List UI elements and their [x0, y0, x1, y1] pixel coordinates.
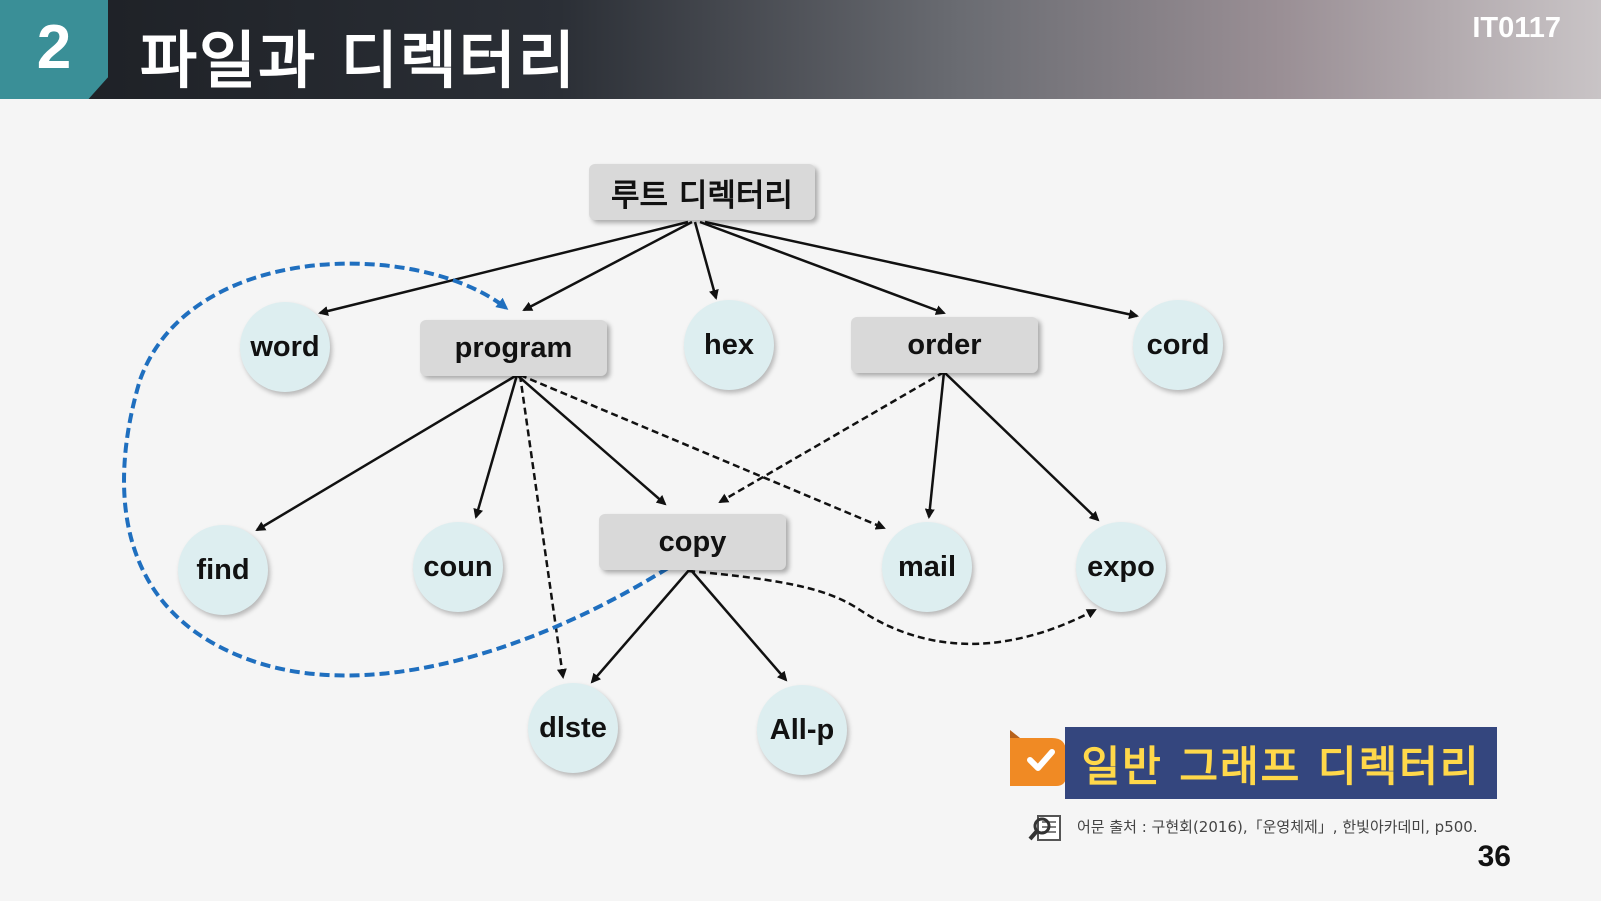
- node-mail: mail: [882, 522, 972, 612]
- edge-root-cord: [704, 220, 1139, 320]
- node-find: find: [178, 525, 268, 615]
- link-copy-expo: [687, 569, 1097, 646]
- source-citation: 어문 출처 : 구현회(2016),「운영체제」, 한빛아카데미, p500.: [1077, 818, 1478, 836]
- root-directory-node: 루트 디렉터리: [589, 164, 815, 220]
- page-number: 36: [1477, 840, 1511, 873]
- source-magnifier-icon: [1028, 815, 1061, 841]
- edge-root-hex: [693, 221, 719, 300]
- node-word: word: [240, 302, 330, 392]
- link-order-copy: [718, 370, 945, 504]
- node-dlste: dlste: [528, 683, 618, 773]
- section-number-badge: 2: [0, 0, 108, 99]
- node-program: program: [420, 320, 607, 376]
- course-code: IT0117: [1472, 12, 1561, 44]
- graph-directory-badge: 일반 그래프 디렉터리: [1081, 741, 1481, 791]
- page-title: 파일과 디렉터리: [140, 24, 577, 97]
- link-copy-program-cycle: [122, 261, 670, 678]
- node-coun: coun: [413, 522, 503, 612]
- node-all-p: All-p: [757, 685, 847, 775]
- edge-copy-allp: [689, 568, 788, 682]
- edge-root-program: [522, 220, 693, 312]
- checkmark-flag-icon: [1010, 730, 1066, 786]
- node-hex: hex: [684, 300, 774, 390]
- section-number: 2: [36, 13, 72, 82]
- node-order: order: [851, 317, 1038, 373]
- node-copy: copy: [599, 514, 786, 570]
- node-expo: expo: [1076, 522, 1166, 612]
- edge-order-expo: [943, 371, 1100, 522]
- edge-copy-dlste: [590, 568, 691, 684]
- header-banner: [0, 0, 1601, 99]
- edge-program-find: [255, 373, 518, 532]
- edge-program-copy: [516, 374, 667, 506]
- edge-order-mail: [924, 371, 946, 519]
- link-program-mail: [519, 373, 886, 530]
- badge-background: [1065, 727, 1497, 799]
- edge-root-word: [318, 220, 689, 316]
- node-cord: cord: [1133, 300, 1223, 390]
- edge-program-coun: [473, 374, 519, 519]
- edge-root-order: [699, 220, 946, 315]
